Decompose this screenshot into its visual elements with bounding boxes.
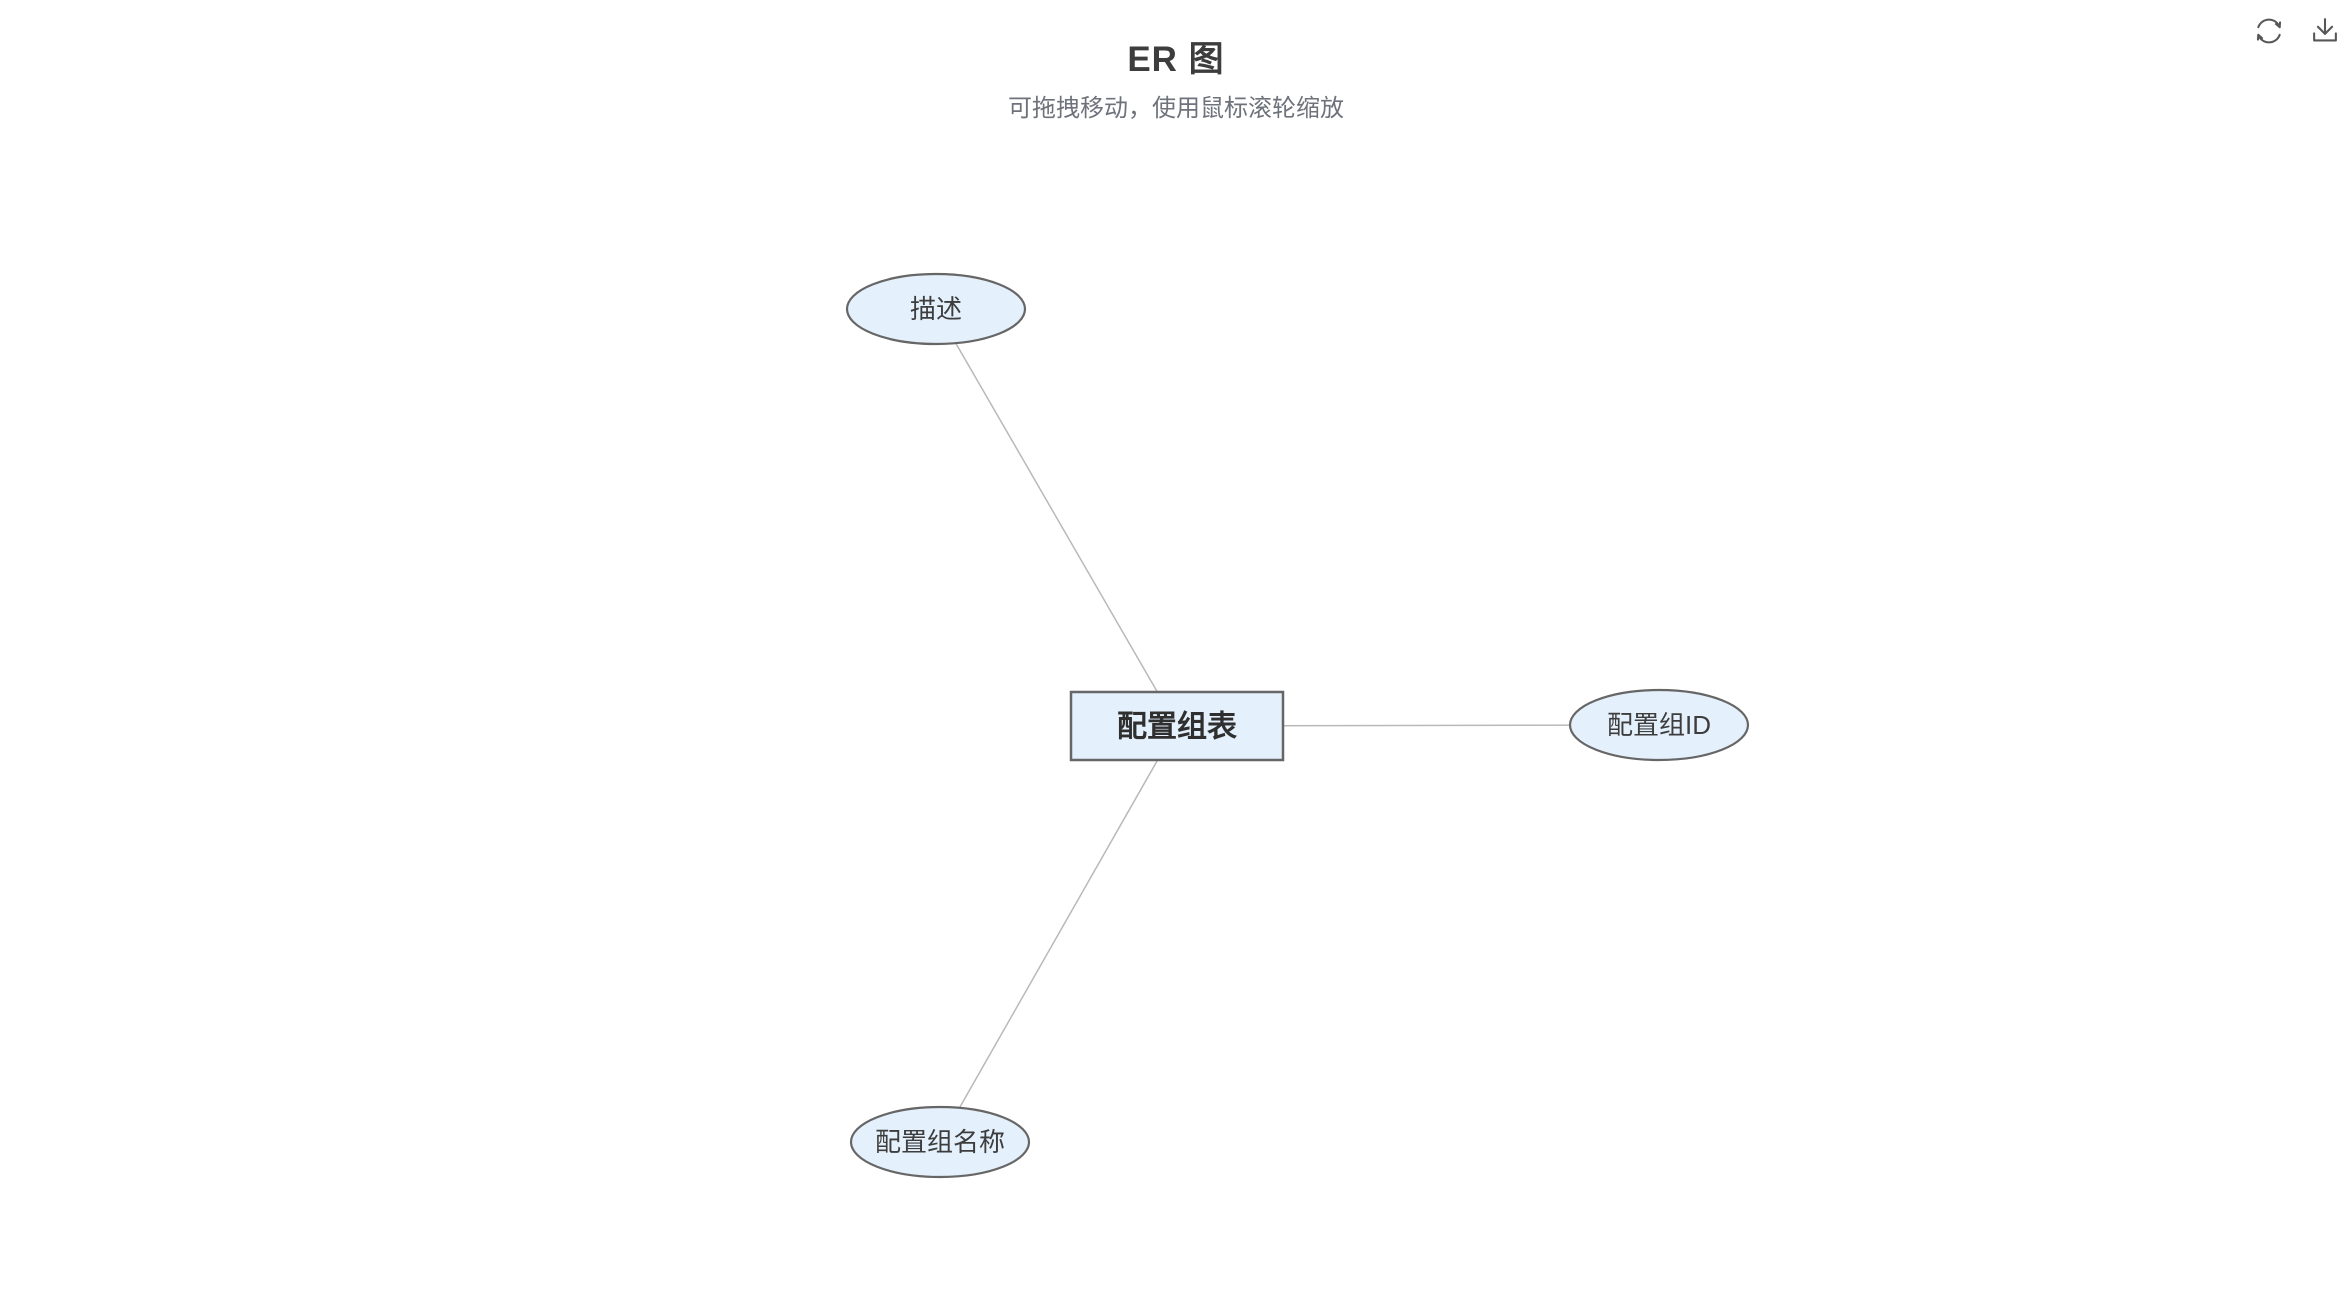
node-label: 配置组ID bbox=[1607, 710, 1711, 740]
attribute-ellipse bbox=[1568, 688, 1750, 762]
attribute-ellipse bbox=[845, 272, 1027, 346]
er-node-config-group-name[interactable]: 配置组名称 bbox=[849, 1105, 1031, 1179]
download-icon bbox=[2313, 18, 2337, 42]
er-node-config-group-id[interactable]: 配置组ID bbox=[1568, 688, 1750, 762]
node-label: 描述 bbox=[910, 294, 962, 324]
node-label: 配置组名称 bbox=[875, 1127, 1005, 1157]
er-edge-config-group-table-description bbox=[935, 308, 1178, 727]
er-edge-config-group-table-config-group-name bbox=[939, 725, 1178, 1143]
download-button[interactable] bbox=[2308, 14, 2342, 48]
header-actions bbox=[2252, 14, 2342, 48]
entity-rect bbox=[1069, 690, 1285, 762]
node-label: 配置组表 bbox=[1117, 710, 1237, 744]
refresh-icon bbox=[2256, 18, 2282, 44]
er-node-description[interactable]: 描述 bbox=[845, 272, 1027, 346]
attribute-ellipse bbox=[849, 1105, 1031, 1179]
refresh-button[interactable] bbox=[2252, 14, 2286, 48]
er-node-config-group-table[interactable]: 配置组表 bbox=[1069, 690, 1285, 762]
